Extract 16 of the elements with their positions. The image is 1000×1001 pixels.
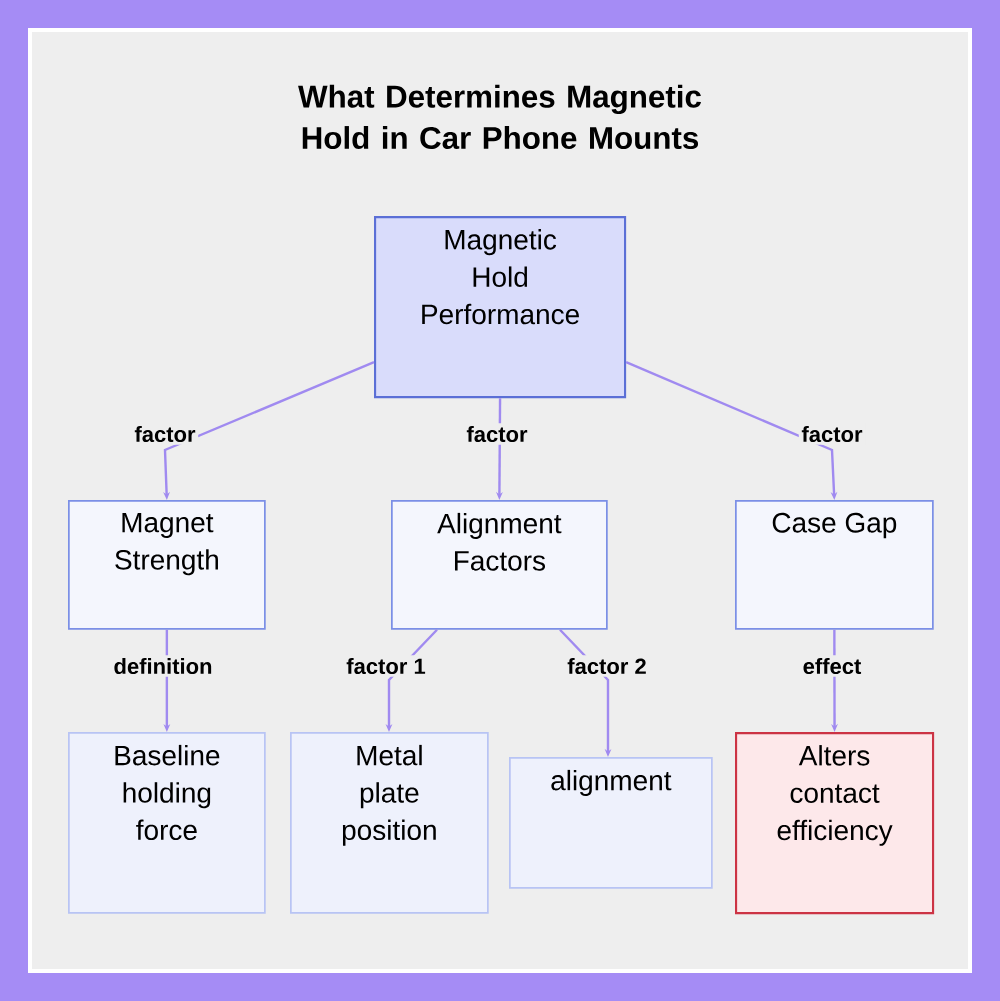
edge-label: factor bbox=[131, 423, 199, 445]
process-box: Case Gap bbox=[735, 500, 934, 630]
edge-label: factor 1 bbox=[343, 655, 429, 677]
edge-label: factor bbox=[798, 423, 866, 445]
edge-label: effect bbox=[800, 655, 864, 677]
process-box: Magnetic Hold Performance bbox=[374, 216, 627, 399]
process-box: Alters contact efficiency bbox=[735, 732, 935, 915]
edge-label: factor 2 bbox=[564, 655, 650, 677]
edge-label: definition bbox=[110, 655, 216, 677]
process-box: Alignment Factors bbox=[391, 500, 608, 630]
process-box: Baseline holding force bbox=[68, 732, 266, 914]
process-box: Magnet Strength bbox=[68, 500, 266, 630]
title: What Determines Magnetic Hold in Car Phone Mounts bbox=[298, 84, 701, 150]
edge-label: factor bbox=[463, 423, 531, 445]
process-box: alignment bbox=[509, 757, 713, 889]
process-box: Metal plate position bbox=[290, 732, 489, 914]
